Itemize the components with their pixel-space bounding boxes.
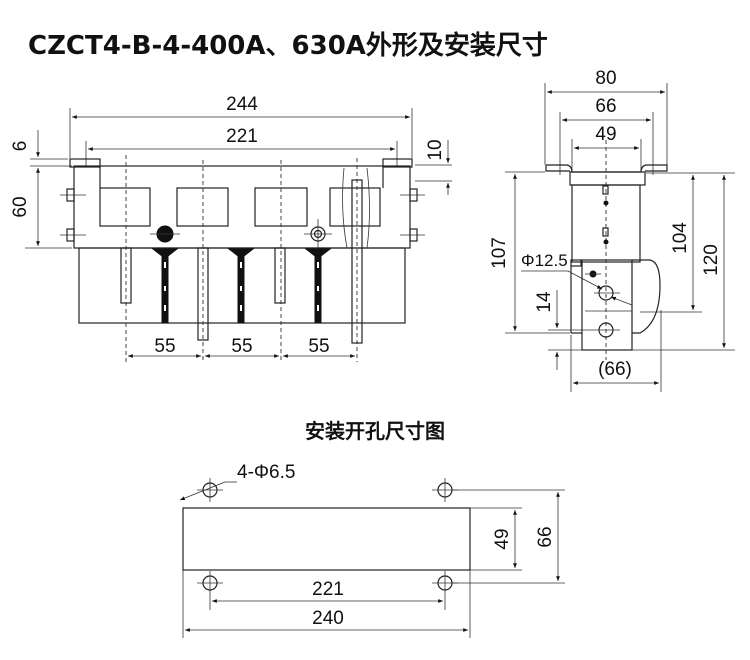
dim-60: 60 — [10, 196, 31, 217]
dim-66: 66 — [595, 96, 616, 117]
dim-221: 221 — [226, 126, 258, 147]
holes-label: 4-Φ6.5 — [237, 462, 295, 483]
dim-66-ref: (66) — [598, 359, 632, 380]
terminal — [151, 248, 332, 324]
dim-cutout-66: 66 — [535, 526, 556, 547]
dim-80: 80 — [595, 68, 616, 89]
dim-107: 107 — [489, 237, 510, 269]
cutout-rect — [182, 507, 471, 571]
mounting-cutout-drawing: 4-Φ6.5 49 66 221 240 — [179, 462, 565, 638]
dim-hole-diameter: Φ12.5 — [521, 251, 568, 270]
drawing-title: CZCT4-B-4-400A、630A外形及安装尺寸 — [28, 31, 548, 61]
upper-body — [73, 165, 411, 249]
dim-244: 244 — [226, 94, 258, 115]
dim-55-2: 55 — [231, 336, 252, 357]
dim-14: 14 — [534, 291, 555, 313]
dim-104: 104 — [670, 222, 691, 254]
dim-120: 120 — [701, 244, 722, 276]
dim-55-3: 55 — [308, 336, 329, 357]
dim-cutout-221: 221 — [312, 579, 344, 600]
dim-55-1: 55 — [154, 336, 175, 357]
dim-6: 6 — [10, 141, 31, 152]
dim-cutout-49: 49 — [492, 528, 513, 549]
dim-cutout-240: 240 — [312, 608, 344, 629]
mounting-hole — [202, 482, 453, 591]
dim-49: 49 — [595, 124, 616, 145]
handle-bar — [351, 179, 363, 344]
front-view: 244 221 6 60 10 — [10, 94, 452, 362]
side-view: 80 66 49 Φ12.5 107 — [489, 68, 735, 392]
dim-10: 10 — [425, 139, 446, 160]
mounting-heading: 安装开孔尺寸图 — [305, 419, 445, 443]
